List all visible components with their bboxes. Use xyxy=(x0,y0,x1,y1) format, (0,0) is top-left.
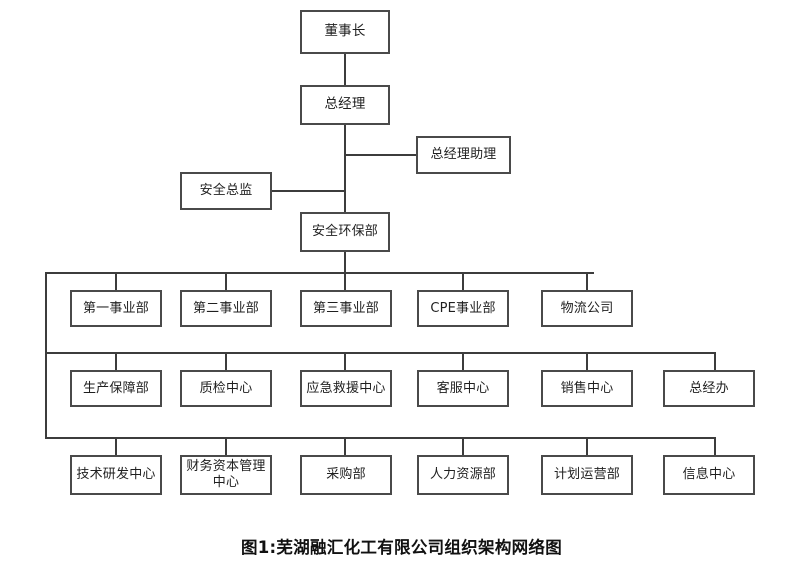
node-information-center-label: 信息中心 xyxy=(682,467,736,483)
edge-safety-director-to-spine xyxy=(272,190,346,192)
edge-chairman-to-gm xyxy=(344,54,346,85)
node-rnd-center[interactable]: 技术研发中心 xyxy=(70,455,162,495)
node-customer-service-center[interactable]: 客服中心 xyxy=(417,370,509,407)
node-rnd-center-label: 技术研发中心 xyxy=(76,467,156,483)
node-division-2[interactable]: 第二事业部 xyxy=(180,290,272,327)
node-purchasing-department-label: 采购部 xyxy=(326,467,366,483)
node-planning-operations-department[interactable]: 计划运营部 xyxy=(541,455,633,495)
drop-row3-planning xyxy=(586,437,588,455)
node-production-support-label: 生产保障部 xyxy=(82,380,149,396)
node-sales-center-label: 销售中心 xyxy=(560,380,614,396)
node-finance-capital-management-center[interactable]: 财务资本管理中心 xyxy=(180,455,272,495)
drop-row1-div1 xyxy=(115,272,117,290)
node-logistics-company[interactable]: 物流公司 xyxy=(541,290,633,327)
node-safety-director-label: 安全总监 xyxy=(199,183,253,199)
node-division-cpe-label: CPE事业部 xyxy=(430,300,496,316)
node-division-3-label: 第三事业部 xyxy=(312,300,379,316)
drop-row3-finance xyxy=(225,437,227,455)
drop-row2-sales xyxy=(586,352,588,370)
node-gm-office-label: 总经办 xyxy=(689,380,729,396)
node-sales-center[interactable]: 销售中心 xyxy=(541,370,633,407)
drop-row2-customer-service xyxy=(462,352,464,370)
drop-row1-logistics xyxy=(586,272,588,290)
node-emergency-rescue-center-label: 应急救援中心 xyxy=(306,380,386,396)
node-division-cpe[interactable]: CPE事业部 xyxy=(417,290,509,327)
node-information-center[interactable]: 信息中心 xyxy=(663,455,755,495)
drop-row1-div2 xyxy=(225,272,227,290)
bus-bar-row-2 xyxy=(45,352,716,354)
drop-row2-production xyxy=(115,352,117,370)
node-general-manager-label: 总经理 xyxy=(324,96,366,113)
edge-gm-spine xyxy=(344,125,346,212)
node-finance-capital-management-center-label: 财务资本管理中心 xyxy=(186,458,266,490)
drop-row2-qc xyxy=(225,352,227,370)
node-gm-office[interactable]: 总经办 xyxy=(663,370,755,407)
node-planning-operations-department-label: 计划运营部 xyxy=(553,467,620,483)
node-chairman[interactable]: 董事长 xyxy=(300,10,390,54)
node-division-2-label: 第二事业部 xyxy=(192,300,259,316)
edge-gm-to-assistant xyxy=(344,154,416,156)
node-division-1-label: 第一事业部 xyxy=(82,300,149,316)
node-gm-assistant[interactable]: 总经理助理 xyxy=(416,136,511,174)
node-hse-department[interactable]: 安全环保部 xyxy=(300,212,390,252)
figure-caption: 图1:芜湖融汇化工有限公司组织架构网络图 xyxy=(240,538,563,557)
drop-row3-info xyxy=(714,437,716,455)
drop-row3-hr xyxy=(462,437,464,455)
node-human-resources-department[interactable]: 人力资源部 xyxy=(417,455,509,495)
node-hse-department-label: 安全环保部 xyxy=(311,224,378,240)
node-production-support[interactable]: 生产保障部 xyxy=(70,370,162,407)
node-general-manager[interactable]: 总经理 xyxy=(300,85,390,125)
node-customer-service-center-label: 客服中心 xyxy=(436,380,490,396)
node-human-resources-department-label: 人力资源部 xyxy=(429,467,496,483)
left-rail-bus2-to-bus3 xyxy=(45,352,47,439)
drop-row2-rescue xyxy=(344,352,346,370)
drop-row3-rnd xyxy=(115,437,117,455)
node-emergency-rescue-center[interactable]: 应急救援中心 xyxy=(300,370,392,407)
node-division-3[interactable]: 第三事业部 xyxy=(300,290,392,327)
node-logistics-company-label: 物流公司 xyxy=(560,300,614,316)
drop-row2-gm-office xyxy=(714,352,716,370)
drop-row3-purchasing xyxy=(344,437,346,455)
drop-row1-divcpe xyxy=(462,272,464,290)
bus-bar-row-1 xyxy=(45,272,594,274)
node-chairman-label: 董事长 xyxy=(324,23,366,40)
node-gm-assistant-label: 总经理助理 xyxy=(430,147,497,163)
node-division-1[interactable]: 第一事业部 xyxy=(70,290,162,327)
node-quality-inspection-center[interactable]: 质检中心 xyxy=(180,370,272,407)
node-purchasing-department[interactable]: 采购部 xyxy=(300,455,392,495)
bus-bar-row-3 xyxy=(45,437,716,439)
edge-hse-to-bus-1 xyxy=(344,252,346,274)
node-safety-director[interactable]: 安全总监 xyxy=(180,172,272,210)
drop-row1-div3 xyxy=(344,272,346,290)
left-rail-bus1-to-bus2 xyxy=(45,272,47,354)
node-quality-inspection-center-label: 质检中心 xyxy=(199,380,253,396)
